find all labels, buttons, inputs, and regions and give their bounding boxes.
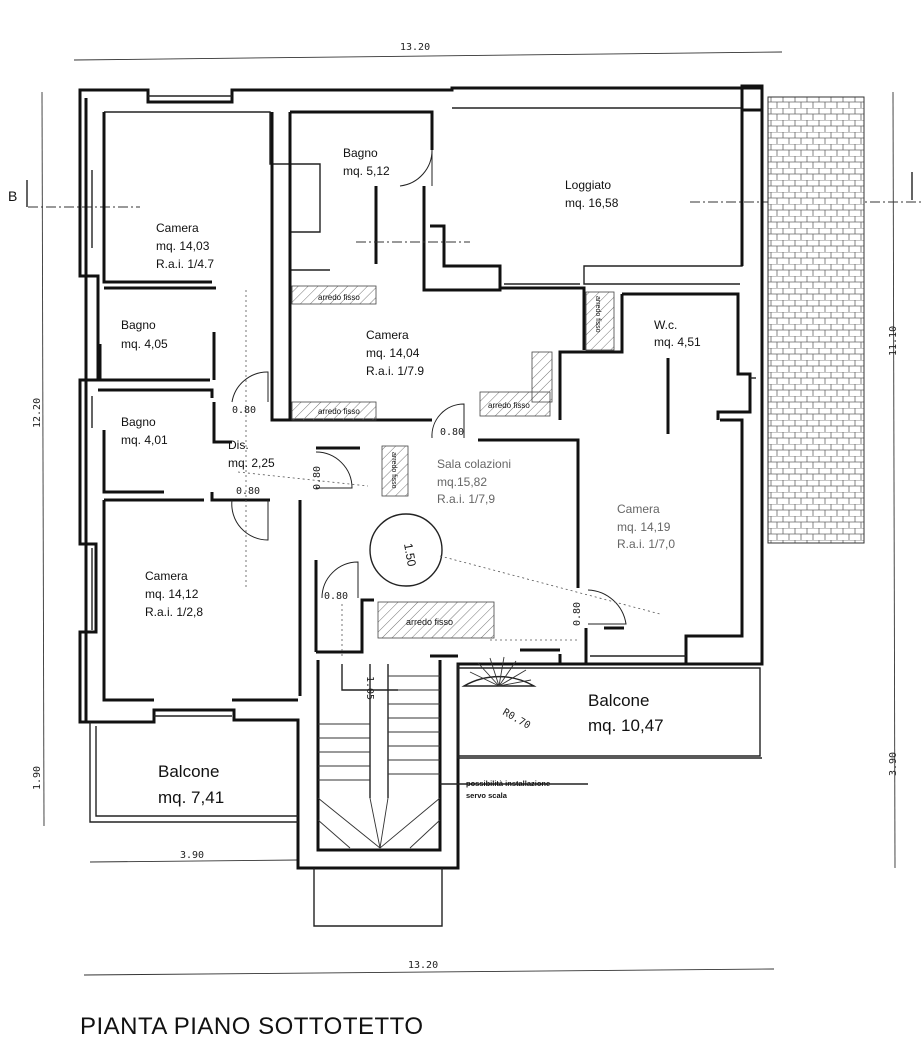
- dim-left: 12.20: [32, 398, 43, 428]
- dimension-lines: [26, 51, 923, 976]
- room-camera-1: Camera mq. 14,03 R.a.i. 1/4.7: [156, 221, 214, 271]
- room-name: Balcone: [588, 691, 649, 710]
- dim-bottom: 13.20: [408, 960, 438, 971]
- room-rai: R.a.i. 1/4.7: [156, 257, 214, 271]
- dim-balcony: 3.90: [180, 850, 204, 861]
- arredo-fisso-label: arredo fisso: [406, 617, 453, 627]
- room-name: Camera: [366, 328, 409, 342]
- dim-left-lower: 1.90: [32, 766, 43, 790]
- spiral-radius-label: R0.70: [501, 707, 533, 732]
- room-area: mq. 4,01: [121, 433, 168, 447]
- arredo-fisso-label: arredo fisso: [594, 296, 601, 333]
- door-width: 0.80: [572, 602, 583, 626]
- room-camera-4: Camera mq. 14,12 R.a.i. 1/2,8: [145, 569, 203, 619]
- room-area: mq. 14,03: [156, 239, 210, 253]
- room-area: mq.15,82: [437, 475, 487, 489]
- room-area: mq. 2,25: [228, 456, 275, 470]
- dim-right: 11.10: [888, 326, 899, 356]
- room-loggiato: Loggiato mq. 16,58: [565, 178, 619, 210]
- dimension-labels: 13.20 13.20 12.20 1.90 11.10 3.90 3.90 B: [8, 42, 899, 971]
- arredo-fisso-label: arredo fisso: [318, 293, 360, 302]
- room-name: Camera: [156, 221, 199, 235]
- door-width: 0.80: [236, 486, 260, 497]
- windows: [91, 95, 756, 717]
- room-area: mq. 4,51: [654, 335, 701, 349]
- door-width: 0.80: [440, 427, 464, 438]
- accessibility-marks: [237, 241, 661, 656]
- room-name: Sala colazioni: [437, 457, 511, 471]
- room-sala-colazioni: Sala colazioni mq.15,82 R.a.i. 1/7,9: [437, 457, 511, 506]
- door-width-labels: 0.80 0.80 0.80 0.80 0.80 0.80: [232, 405, 583, 626]
- arredo-fisso-label: arredo fisso: [390, 452, 397, 489]
- room-name: Balcone: [158, 762, 219, 781]
- dim-top: 13.20: [400, 42, 430, 53]
- room-rai: R.a.i. 1/7,9: [437, 492, 495, 506]
- room-name: Bagno: [121, 415, 156, 429]
- room-wc: W.c. mq. 4,51: [654, 318, 701, 349]
- room-rai: R.a.i. 1/7,0: [617, 537, 675, 551]
- room-rai: R.a.i. 1/2,8: [145, 605, 203, 619]
- room-name: Camera: [145, 569, 188, 583]
- door-width: 0.80: [232, 405, 256, 416]
- room-name: Loggiato: [565, 178, 611, 192]
- room-area: mq. 16,58: [565, 196, 619, 210]
- door-width: 0.80: [312, 466, 323, 490]
- room-area: mq. 14,04: [366, 346, 420, 360]
- section-marker: B: [8, 188, 17, 204]
- stair-note-line2: servo scala: [466, 791, 508, 800]
- room-area: mq. 7,41: [158, 788, 224, 807]
- room-name: Bagno: [121, 318, 156, 332]
- plan-title: PIANTA PIANO SOTTOTETTO: [80, 1013, 424, 1040]
- stair-note-line1: possibilità installazione: [466, 779, 550, 788]
- room-bagno-2: Bagno mq. 4,05: [121, 318, 168, 351]
- arredo-fisso-label: arredo fisso: [318, 407, 360, 416]
- room-balcone-2: Balcone mq. 7,41: [158, 762, 224, 807]
- fixed-furniture: [291, 285, 615, 639]
- room-name: W.c.: [654, 318, 677, 332]
- room-camera-2: Camera mq. 14,04 R.a.i. 1/7.9: [366, 328, 424, 378]
- room-balcone-1: Balcone mq. 10,47: [588, 691, 664, 735]
- arredo-fisso-label: arredo fisso: [488, 401, 530, 410]
- room-dis: Dis. mq. 2,25: [228, 438, 275, 470]
- room-labels: Camera mq. 14,03 R.a.i. 1/4.7 Bagno mq. …: [121, 146, 701, 807]
- room-area: mq. 4,05: [121, 337, 168, 351]
- room-bagno-1: Bagno mq. 5,12: [343, 146, 390, 178]
- turning-circle-label: 1.50: [401, 542, 419, 568]
- room-rai: R.a.i. 1/7.9: [366, 364, 424, 378]
- room-area: mq. 14,19: [617, 520, 671, 534]
- roof-tiles: [767, 96, 865, 544]
- stair-height-label: 1.05: [364, 676, 375, 700]
- room-name: Camera: [617, 502, 660, 516]
- room-bagno-3: Bagno mq. 4,01: [121, 415, 168, 447]
- door-width: 0.80: [324, 591, 348, 602]
- room-area: mq. 10,47: [588, 716, 664, 735]
- dim-right-lower: 3.90: [888, 752, 899, 776]
- room-area: mq. 5,12: [343, 164, 390, 178]
- room-area: mq. 14,12: [145, 587, 199, 601]
- room-name: Bagno: [343, 146, 378, 160]
- turning-circle: [369, 513, 443, 587]
- spiral-stair: [461, 676, 537, 687]
- room-camera-3: Camera mq. 14,19 R.a.i. 1/7,0: [617, 502, 675, 551]
- staircase: [317, 656, 588, 849]
- room-name: Dis.: [228, 438, 249, 452]
